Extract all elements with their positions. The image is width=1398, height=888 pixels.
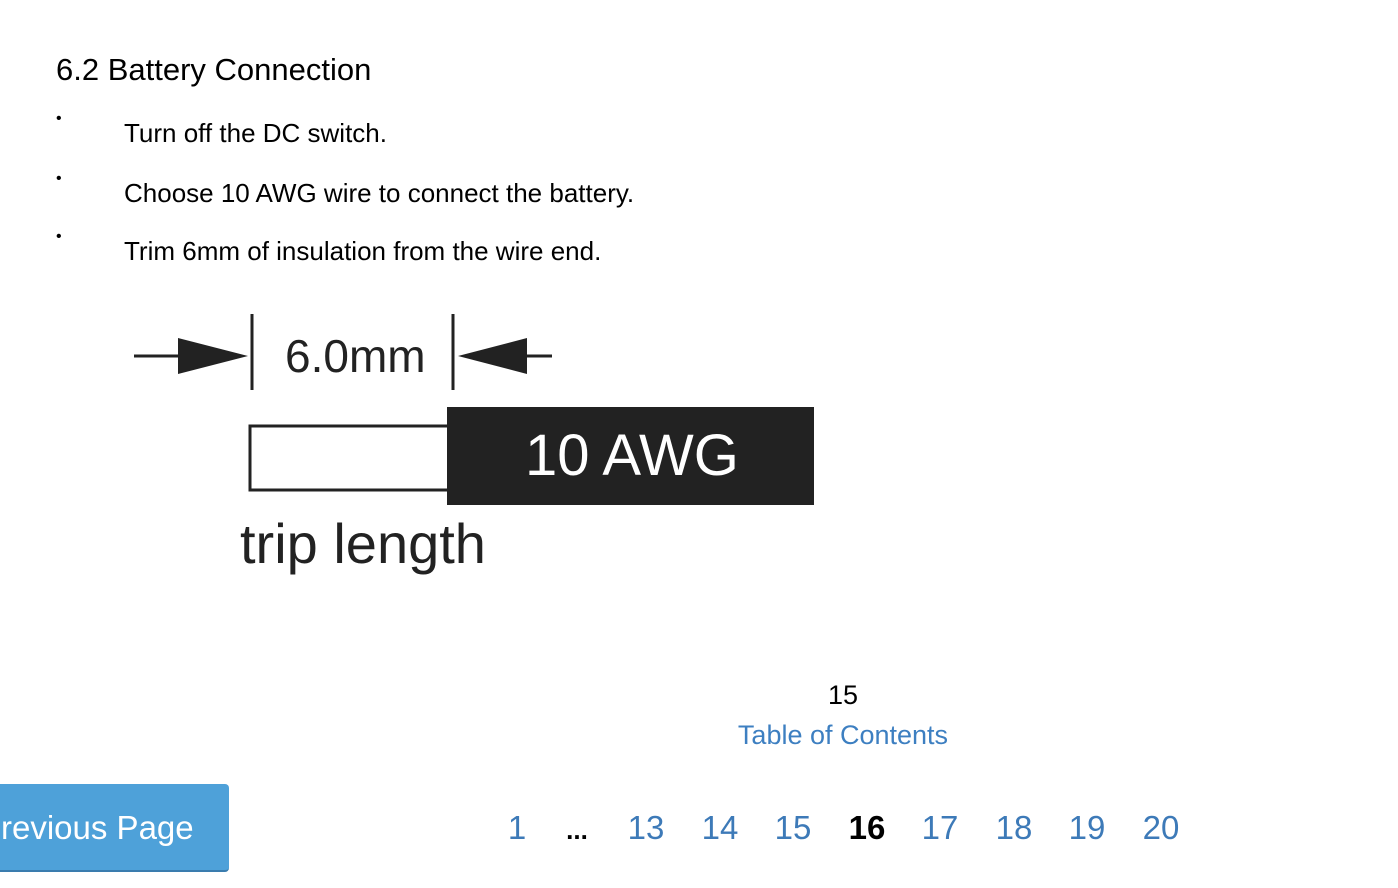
wire-gauge-label: 10 AWG: [525, 423, 739, 488]
page-link-19[interactable]: 19: [1068, 809, 1106, 846]
section-heading: 6.2 Battery Connection: [56, 52, 372, 87]
figure-caption: trip length: [240, 512, 486, 575]
bullet-text: Choose 10 AWG wire to connect the batter…: [124, 178, 635, 208]
table-of-contents-link[interactable]: Table of Contents: [737, 720, 949, 750]
page-link-17[interactable]: 17: [921, 809, 959, 846]
page-link-14[interactable]: 14: [701, 809, 739, 846]
page-link-18[interactable]: 18: [995, 809, 1033, 846]
previous-page-button[interactable]: Previous Page: [0, 784, 229, 872]
page-link-20[interactable]: 20: [1142, 809, 1180, 846]
current-page-16: 16: [848, 809, 886, 846]
bullet-dot: •: [56, 170, 62, 187]
page-link-13[interactable]: 13: [627, 809, 665, 846]
bullet-text: Turn off the DC switch.: [124, 118, 387, 148]
wire-strip-diagram: 6.0mm 10 AWG trip length: [134, 314, 814, 575]
page-link-15[interactable]: 15: [774, 809, 812, 846]
bullet-dot: •: [56, 228, 62, 245]
page-link-1[interactable]: 1: [507, 809, 527, 846]
bullet-dot: •: [56, 110, 62, 127]
bullet-text: Trim 6mm of insulation from the wire end…: [124, 236, 602, 266]
page-number: 15: [827, 680, 859, 710]
pagination-ellipsis: ...: [566, 815, 588, 845]
dimension-label: 6.0mm: [285, 330, 426, 382]
